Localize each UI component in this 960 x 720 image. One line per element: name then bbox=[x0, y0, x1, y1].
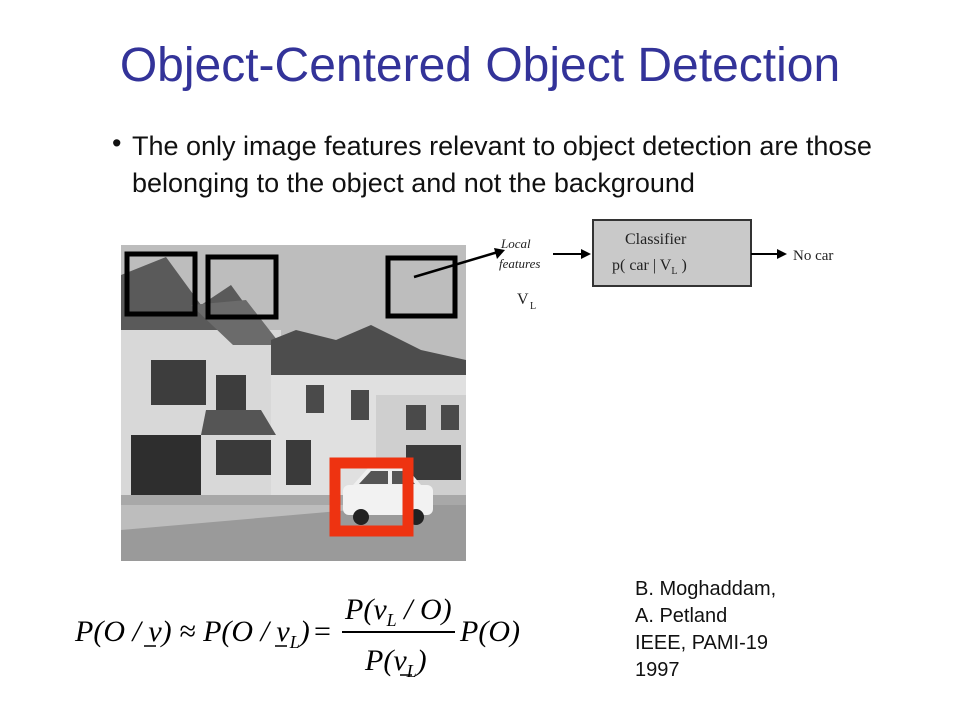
citation: B. Moghaddam, A. Petland IEEE, PAMI-19 1… bbox=[635, 576, 875, 684]
detection-box bbox=[329, 457, 414, 537]
output-label: No car bbox=[793, 248, 833, 264]
classifier-title: Classifier bbox=[625, 231, 687, 248]
shop-window bbox=[131, 435, 201, 495]
door bbox=[286, 440, 311, 485]
feature-box bbox=[124, 251, 198, 317]
equation-rhs: P(O) bbox=[459, 615, 520, 648]
feature-box bbox=[385, 255, 458, 319]
citation-line: 1997 bbox=[635, 659, 680, 681]
shop-window bbox=[406, 445, 461, 480]
shop-window bbox=[216, 440, 271, 475]
classifier-diagram: Local features V L Classifier p( car | V… bbox=[499, 219, 833, 312]
bayes-equation: P(O / v) ≈ P(O / vL) = P(vL / O) P(vL) P… bbox=[74, 593, 520, 680]
vector-subscript: L bbox=[530, 301, 536, 312]
window bbox=[306, 385, 324, 413]
input-label-line2: features bbox=[499, 256, 540, 271]
center-roof bbox=[191, 300, 281, 345]
bullet-text: The only image features relevant to obje… bbox=[132, 131, 872, 198]
vector-symbol: V bbox=[517, 291, 529, 308]
street-photo bbox=[121, 245, 466, 561]
window bbox=[216, 375, 246, 415]
window bbox=[151, 360, 206, 405]
window bbox=[406, 405, 426, 430]
citation-line: IEEE, PAMI-19 bbox=[635, 632, 769, 654]
denominator: P(vL) bbox=[364, 644, 427, 680]
pavement bbox=[121, 495, 466, 505]
equals-sign: = bbox=[314, 615, 331, 648]
classifier-formula: p( car | VL ) bbox=[612, 257, 687, 277]
feature-box bbox=[205, 254, 279, 320]
window bbox=[441, 405, 459, 430]
output-arrowhead bbox=[777, 249, 787, 259]
bullet-dot: • bbox=[112, 128, 122, 158]
window bbox=[351, 390, 369, 420]
awning bbox=[201, 410, 276, 435]
road bbox=[121, 500, 466, 561]
citation-line: A. Petland bbox=[635, 605, 728, 627]
citation-line: B. Moghaddam, bbox=[635, 578, 777, 600]
slide-title: Object-Centered Object Detection bbox=[119, 39, 841, 92]
input-label-line1: Local bbox=[500, 236, 531, 251]
input-arrowhead bbox=[581, 249, 591, 259]
numerator: P(vL / O) bbox=[344, 593, 452, 630]
equation-lhs: P(O / v) ≈ P(O / vL) bbox=[74, 615, 310, 652]
feature-arrow bbox=[413, 248, 505, 279]
